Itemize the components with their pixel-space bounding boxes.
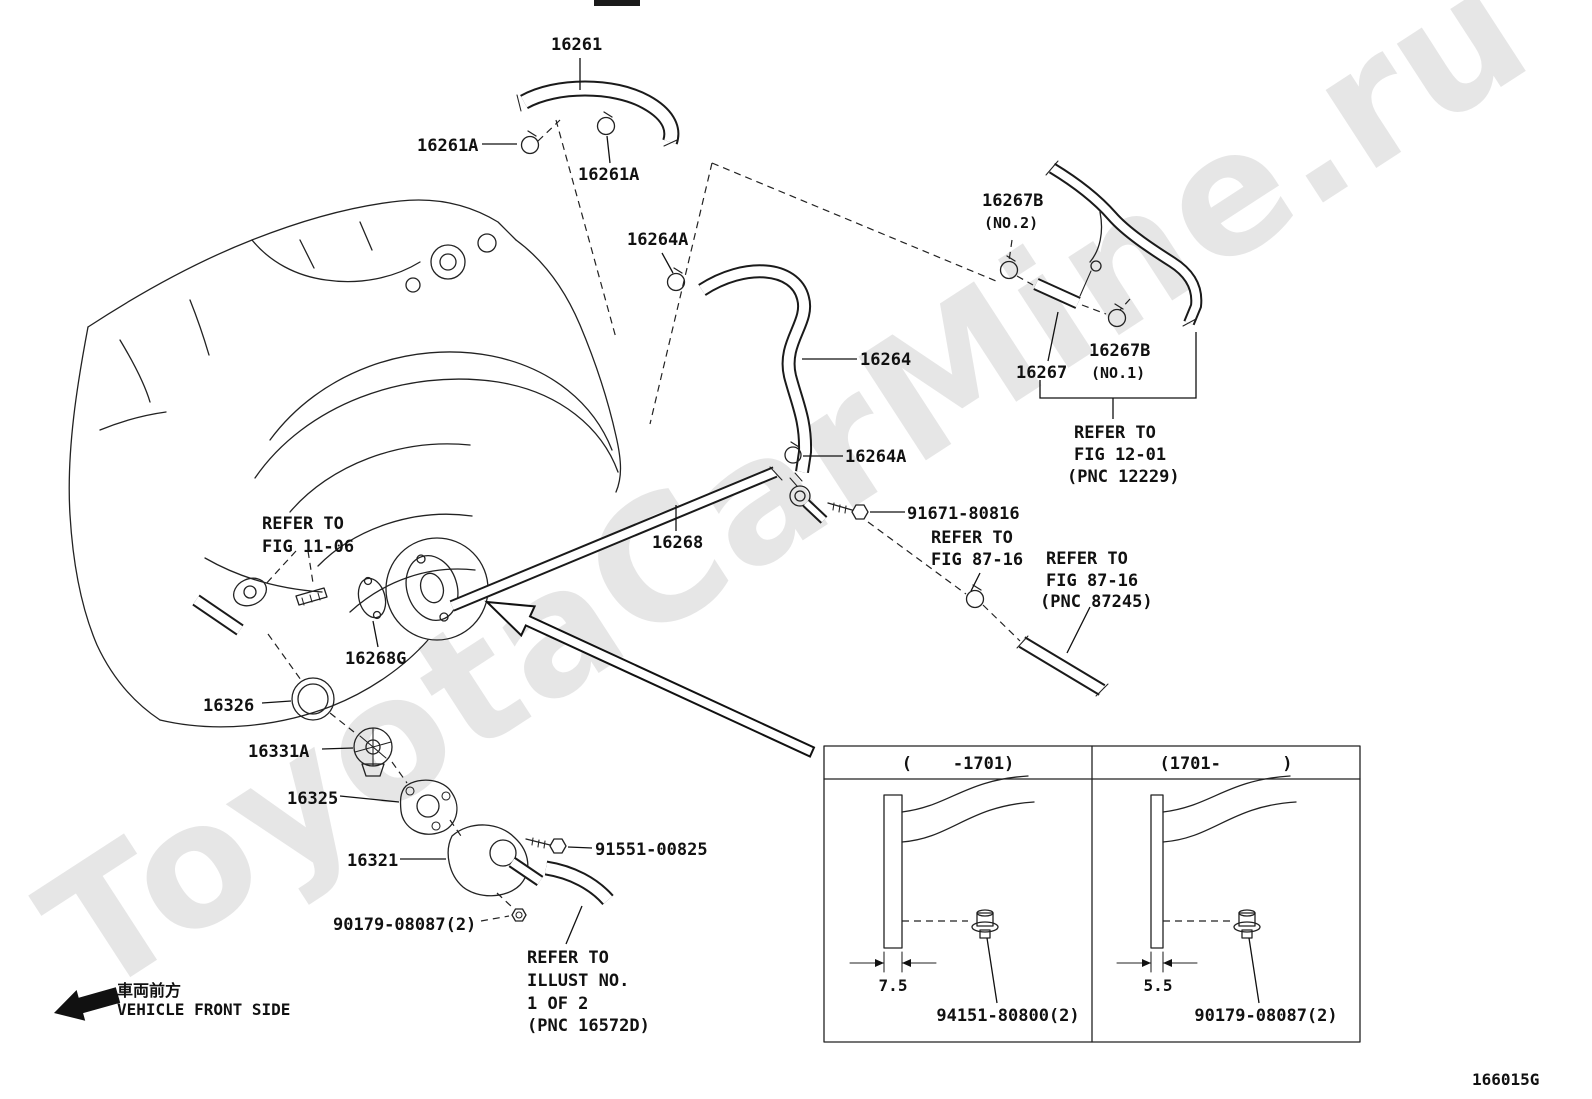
engine-outline (68, 199, 622, 728)
inset-right-dimension: 5.5 (1143, 976, 1173, 995)
note-fig12-line2: FIG 12-01 (1074, 445, 1167, 465)
inlet-housing-16321 (447, 824, 544, 897)
clamp-16261a-2-icon (596, 111, 616, 136)
vehicle-front-arrow-icon (54, 987, 121, 1021)
note-fig87a-line2: FIG 87-16 (931, 550, 1024, 570)
part-label-16268: 16268 (652, 533, 704, 553)
clamp-16267b-no2-icon (999, 255, 1019, 280)
part-label-91671-80816: 91671-80816 (907, 504, 1020, 524)
part-label-16321: 16321 (347, 851, 399, 871)
part-label-16326: 16326 (203, 696, 255, 716)
part-label-16261: 16261 (551, 35, 603, 55)
note-fig87b-line2: FIG 87-16 (1046, 571, 1139, 591)
top-edge-artifact (594, 0, 640, 6)
inset-right-header: (1701- ) (1159, 754, 1293, 774)
clamp-fig87-icon (965, 584, 985, 609)
bolt-91551-icon (525, 837, 567, 854)
clamp-16261a-1-icon (520, 130, 540, 155)
gasket-16325 (399, 779, 458, 835)
figure-code: 166015G (1472, 1070, 1540, 1089)
part-label-16268g: 16268G (345, 649, 407, 669)
inset-left-header: ( -1701) (901, 754, 1015, 774)
pipe-assembly-16267 (1045, 160, 1203, 327)
part-label-16267b-no2: 16267B (982, 191, 1044, 211)
part-label-16325: 16325 (287, 789, 339, 809)
front-side-label-jp: 車両前方 (117, 981, 182, 1000)
note-illust-line1: REFER TO (527, 948, 609, 968)
note-fig12-line1: REFER TO (1074, 423, 1156, 443)
note-fig87a-line1: REFER TO (931, 528, 1013, 548)
hose-pnc16572d (544, 860, 614, 906)
hose-16261 (516, 80, 680, 147)
hose-pnc87245 (1016, 635, 1109, 697)
inset-left-part-number: 94151-80800(2) (936, 1006, 1080, 1026)
water-outlet-parts (192, 577, 328, 636)
part-label-16264a-1: 16264A (627, 230, 689, 250)
note-illust-line3: 1 OF 2 (527, 994, 589, 1014)
inset-right-art (1116, 775, 1297, 1004)
note-illust-line4: (PNC 16572D) (527, 1016, 650, 1036)
note-fig87b-line1: REFER TO (1046, 549, 1128, 569)
inset-right-part-number: 90179-08087(2) (1194, 1006, 1338, 1026)
note-fig11-line1: REFER TO (262, 514, 344, 534)
part-sublabel-no1: (NO.1) (1091, 364, 1146, 382)
front-side-label-en: VEHICLE FRONT SIDE (117, 1000, 291, 1019)
note-fig87b-line3: (PNC 87245) (1040, 592, 1153, 612)
leader-lines (261, 58, 1197, 945)
watermark-text: ToyotaCarMine.ru (9, 0, 1561, 1034)
part-label-16331a: 16331A (248, 742, 310, 762)
part-label-16261a-1: 16261A (417, 136, 479, 156)
hose-16267 (1033, 278, 1081, 309)
hose-16264 (698, 264, 813, 474)
part-label-90179-08087: 90179-08087(2) (333, 915, 477, 935)
part-label-16267: 16267 (1016, 363, 1068, 383)
bolt-90179-icon (1233, 909, 1261, 939)
bolt-91671-icon (827, 502, 869, 520)
part-label-16267b-no1: 16267B (1089, 341, 1151, 361)
part-label-91551-00825: 91551-00825 (595, 840, 708, 860)
pipe-16268 (449, 466, 828, 612)
note-illust-line2: ILLUST NO. (527, 971, 630, 991)
bolt-94151-icon (971, 909, 999, 939)
part-label-16264a-2: 16264A (845, 447, 907, 467)
hose-clamp-icons (520, 111, 1127, 609)
part-sublabel-no2: (NO.2) (984, 214, 1039, 232)
inset-box (823, 745, 1361, 1043)
clamp-16264a-2-icon (784, 441, 802, 464)
pointer-arrow (484, 600, 816, 758)
dashed-lines (263, 119, 1131, 922)
inset-left-art (849, 775, 1035, 1004)
gasket-16268g (357, 576, 387, 620)
part-label-16261a-2: 16261A (578, 165, 640, 185)
nut-90179-icon (511, 908, 527, 922)
seal-ring-16326 (291, 677, 335, 721)
inset-left-dimension: 7.5 (878, 976, 908, 995)
clamp-16264a-1-icon (666, 267, 686, 292)
note-fig11-line2: FIG 11-06 (262, 537, 355, 557)
thermostat-16331a (353, 727, 393, 777)
part-label-16264: 16264 (860, 350, 912, 370)
note-fig12-line3: (PNC 12229) (1067, 467, 1180, 487)
